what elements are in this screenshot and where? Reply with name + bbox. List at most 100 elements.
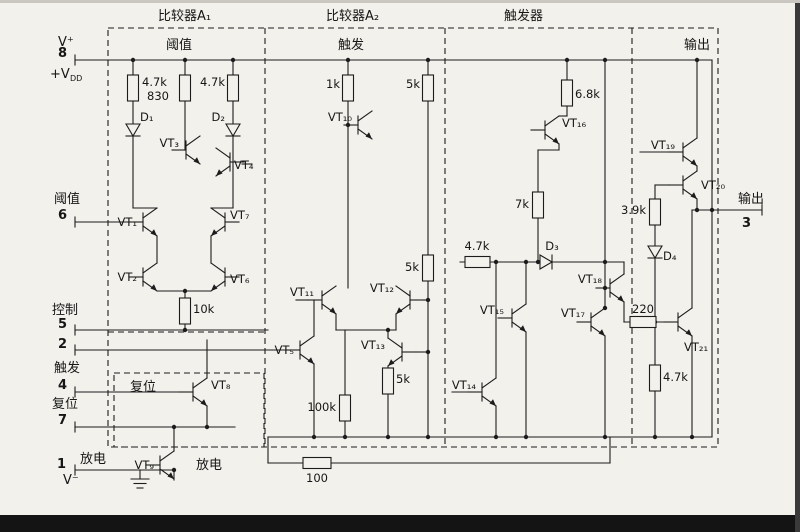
resistor-4.7k-c: 4.7k — [464, 239, 491, 269]
pin-vdd-label: +V — [50, 67, 70, 82]
transistor-label: VT₁₆ — [562, 116, 587, 130]
transistor-label: VT₂₁ — [684, 340, 708, 354]
sublabel-trigger: 触发 — [338, 37, 364, 53]
resistor-label: 100k — [307, 400, 336, 414]
scan-top-edge — [0, 0, 800, 3]
scan-right-edge — [795, 0, 800, 532]
transistor-label: VT₁₅ — [480, 303, 505, 317]
pin-reset-label: 复位 — [52, 397, 78, 412]
transistor-label: VT₈ — [211, 378, 231, 392]
pin-5-number: 5 — [58, 317, 67, 332]
resistor-label: 100 — [306, 471, 328, 485]
resistor-830: 830 — [147, 74, 192, 103]
pin-labels: V⁺ 8 +V DD 阈值 6 控制 5 2 触发 4 复位 7 放电 1 V⁻… — [50, 35, 764, 488]
resistor-label: 830 — [147, 89, 169, 103]
resistor-5k-b: 5k — [405, 254, 435, 282]
resistor-4.7k-d: 4.7k — [648, 364, 688, 392]
sublabel-discharge: 放电 — [196, 458, 222, 473]
section-output: 输出 — [684, 37, 710, 53]
pin-6-number: 6 — [58, 208, 67, 223]
pin-output-label: 输出 — [738, 191, 764, 207]
diodes: D₁ D₂ D₃ D₄ — [125, 110, 677, 270]
pin-1-number: 1 — [57, 457, 66, 472]
transistor-label: VT₂ — [117, 270, 137, 284]
resistor-label: 4.7k — [663, 370, 688, 384]
resistor-label: 6.8k — [575, 87, 600, 101]
section-labels: 比较器A₁ 比较器A₂ 触发器 输出 阈值 触发 复位 放电 — [130, 8, 710, 473]
diode-d4: D₄ — [647, 245, 677, 263]
transistor-label: VT₁₁ — [290, 285, 314, 299]
pin-vminus-label: V⁻ — [63, 473, 79, 488]
scan-bottom-edge — [0, 515, 800, 532]
pin-2-number: 2 — [58, 337, 67, 352]
transistor-label: VT₆ — [230, 272, 250, 286]
outer-dashed-box — [107, 27, 719, 448]
resistor-label: 7k — [515, 197, 529, 211]
resistor-label: 5k — [396, 372, 410, 386]
ground-icon — [130, 469, 150, 489]
pin-8-number: 8 — [58, 46, 67, 61]
resistor-label: 5k — [405, 260, 419, 274]
resistor-5k-c: 5k — [381, 367, 410, 395]
resistor-7k: 7k — [515, 191, 545, 219]
pin-control-label: 控制 — [52, 303, 78, 318]
transistor-label: VT₁₃ — [361, 338, 386, 352]
section-flip-flop: 触发器 — [504, 8, 543, 24]
transistor-label: VT₉ — [134, 458, 154, 472]
transistor-label: VT₇ — [230, 208, 250, 222]
transistors: VT₁ VT₂ VT₃ VT₄ VT₅ VT₆ VT₇ VT₈ VT₉ VT₁₀… — [117, 110, 726, 480]
transistor-label: VT₁₇ — [561, 306, 586, 320]
transistor-label: VT₁₂ — [370, 281, 394, 295]
diode-d1: D₁ — [125, 110, 153, 138]
section-comparator-a2: 比较器A₂ — [326, 9, 379, 24]
diode-label: D₂ — [212, 110, 225, 124]
resistor-label: 3.9k — [621, 203, 646, 217]
reset-dashed-box — [113, 372, 265, 448]
pin-trigger-label: 触发 — [54, 360, 80, 376]
diode-d3: D₃ — [539, 239, 559, 270]
section-boundaries — [107, 27, 719, 448]
resistor-label: 1k — [326, 77, 340, 91]
pin-threshold-label: 阈值 — [54, 191, 80, 207]
resistor-100k: 100k — [307, 394, 352, 422]
resistor-10k: 10k — [178, 297, 215, 325]
resistor-1k: 1k — [326, 74, 355, 102]
diode-label: D₄ — [663, 249, 677, 263]
resistor-100: 100 — [302, 456, 332, 485]
resistor-4.7k-b: 4.7k — [200, 74, 240, 102]
transistor-label: VT₁₄ — [452, 378, 477, 392]
resistor-4.7k-a: 4.7k — [126, 74, 167, 102]
transistor-label: VT₁₈ — [578, 272, 603, 286]
transistor-label: VT₁₀ — [328, 110, 353, 124]
transistor-label: VT₁₉ — [651, 138, 676, 152]
resistor-6.8k: 6.8k — [560, 79, 600, 107]
transistor-label: VT₂₀ — [701, 178, 726, 192]
resistor-220: 220 — [629, 302, 657, 329]
pin-7-number: 7 — [58, 413, 67, 428]
resistor-label: 4.7k — [142, 75, 167, 89]
sublabel-threshold: 阈值 — [166, 37, 192, 53]
diode-d2: D₂ — [212, 110, 241, 138]
transistor-label: VT₃ — [159, 136, 179, 150]
resistor-3.9k: 3.9k — [621, 198, 662, 226]
pin-vdd-subscript: DD — [70, 74, 82, 83]
resistor-label: 10k — [193, 302, 215, 316]
sublabel-reset: 复位 — [130, 380, 156, 395]
pin-4-number: 4 — [58, 378, 67, 393]
section-comparator-a1: 比较器A₁ — [158, 9, 211, 24]
diode-label: D₁ — [140, 110, 153, 124]
resistor-label: 220 — [632, 302, 654, 316]
pin-3-number: 3 — [742, 216, 751, 231]
diode-label: D₃ — [545, 239, 559, 253]
resistor-5k-a: 5k — [406, 74, 435, 102]
resistor-label: 5k — [406, 77, 420, 91]
resistor-label: 4.7k — [465, 239, 490, 253]
transistor-label: VT₁ — [117, 215, 137, 229]
transistor-label: VT₅ — [274, 343, 294, 357]
transistor-label: VT₄ — [234, 158, 254, 172]
pin-discharge-label: 放电 — [80, 452, 106, 467]
pin-vplus-label: V⁺ — [58, 35, 74, 50]
